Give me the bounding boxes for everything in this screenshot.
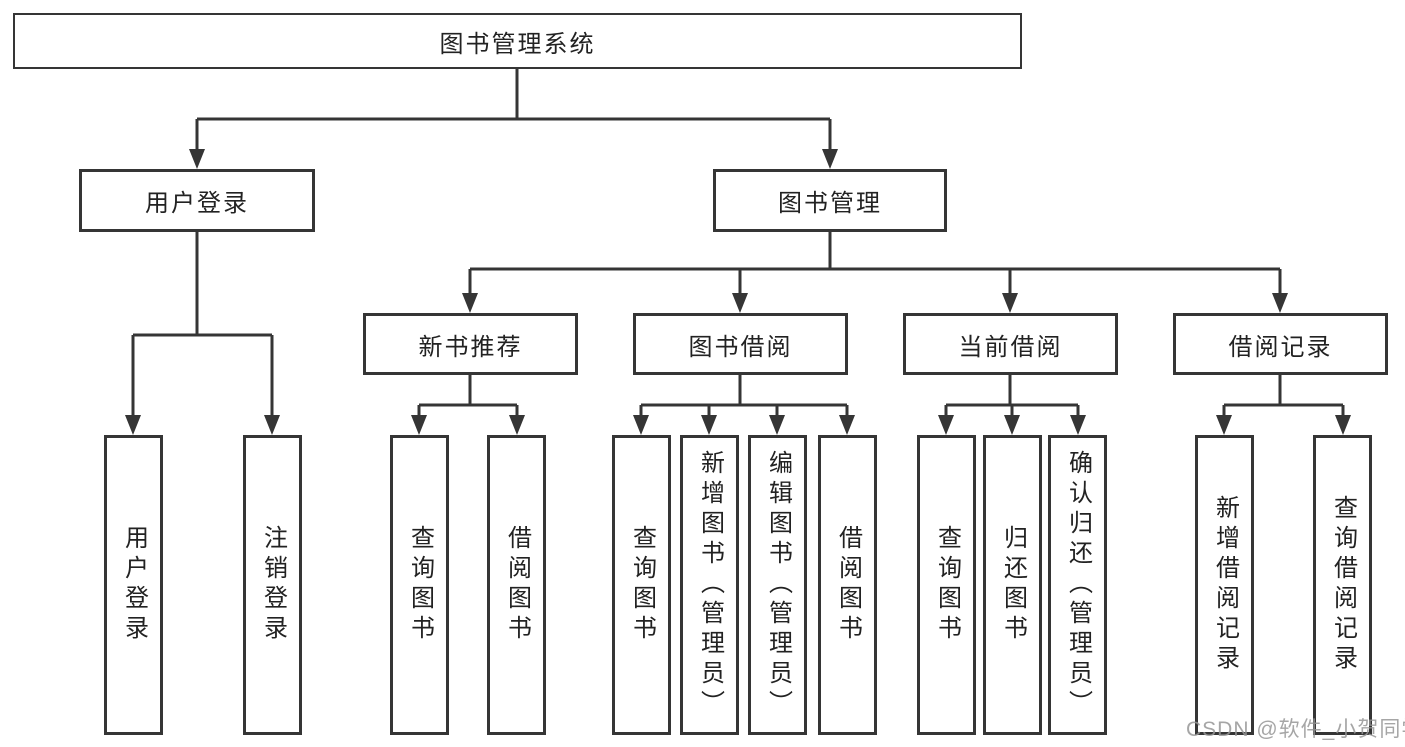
leaf-logout-login-label: 注销登录 [259,525,287,645]
connector-user-login [131,232,274,417]
arrowheads-new-books [411,415,525,435]
leaf-logout-login: 注销登录 [243,435,302,735]
connector-new-books [417,375,519,417]
connector-book-mgmt [468,232,1282,295]
node-user-login-label: 用户登录 [145,190,249,217]
arrowheads-user-login [125,415,280,435]
node-user-login: 用户登录 [79,169,315,232]
leaf-confirm-return-admin-label: 确认归还（管理员） [1064,450,1092,720]
arrowheads-book-borrow [633,415,855,435]
node-current-borrow: 当前借阅 [903,313,1118,375]
leaf-user-login: 用户登录 [104,435,163,735]
leaf-borrow-books-recommend-label: 借阅图书 [503,525,531,645]
leaf-borrow-books-label: 借阅图书 [834,525,862,645]
connector-current-borrow [944,375,1080,417]
leaf-add-borrow-record: 新增借阅记录 [1195,435,1254,735]
leaf-query-books-recommend: 查询图书 [390,435,449,735]
connector-borrow-records [1222,375,1345,417]
arrowheads-root [189,149,838,169]
node-library-system-label: 图书管理系统 [439,30,596,58]
leaf-return-books-label: 归还图书 [999,525,1027,645]
leaf-query-books-recommend-label: 查询图书 [406,525,434,645]
leaf-add-books-admin-label: 新增图书（管理员） [696,450,724,720]
arrowheads-current-borrow [938,415,1086,435]
connector-root [195,69,832,151]
arrowheads-book-mgmt [462,293,1288,313]
csdn-watermark: CSDN @软件_小贺同学 [1186,718,1405,741]
node-new-book-recommend: 新书推荐 [363,313,578,375]
arrowheads-borrow-records [1216,415,1351,435]
leaf-borrow-books: 借阅图书 [818,435,877,735]
leaf-query-books-current: 查询图书 [917,435,976,735]
leaf-add-books-admin: 新增图书（管理员） [680,435,739,735]
leaf-edit-books-admin-label: 编辑图书（管理员） [764,450,792,720]
leaf-add-borrow-record-label: 新增借阅记录 [1211,495,1239,675]
node-book-borrow: 图书借阅 [633,313,848,375]
leaf-borrow-books-recommend: 借阅图书 [487,435,546,735]
node-book-borrow-label: 图书借阅 [688,333,793,361]
node-current-borrow-label: 当前借阅 [958,333,1063,361]
node-borrow-records: 借阅记录 [1173,313,1388,375]
leaf-query-borrow-record: 查询借阅记录 [1313,435,1372,735]
node-library-system: 图书管理系统 [13,13,1022,69]
node-borrow-records-label: 借阅记录 [1228,333,1333,361]
leaf-query-books-borrow-label: 查询图书 [628,525,656,645]
node-book-management-label: 图书管理 [778,190,882,217]
node-book-management: 图书管理 [713,169,947,232]
leaf-query-books-current-label: 查询图书 [933,525,961,645]
leaf-user-login-label: 用户登录 [120,525,148,645]
node-new-book-recommend-label: 新书推荐 [418,333,523,361]
leaf-return-books: 归还图书 [983,435,1042,735]
leaf-query-borrow-record-label: 查询借阅记录 [1329,495,1357,675]
leaf-confirm-return-admin: 确认归还（管理员） [1048,435,1107,735]
connector-book-borrow [639,375,849,417]
leaf-edit-books-admin: 编辑图书（管理员） [748,435,807,735]
leaf-query-books-borrow: 查询图书 [612,435,671,735]
